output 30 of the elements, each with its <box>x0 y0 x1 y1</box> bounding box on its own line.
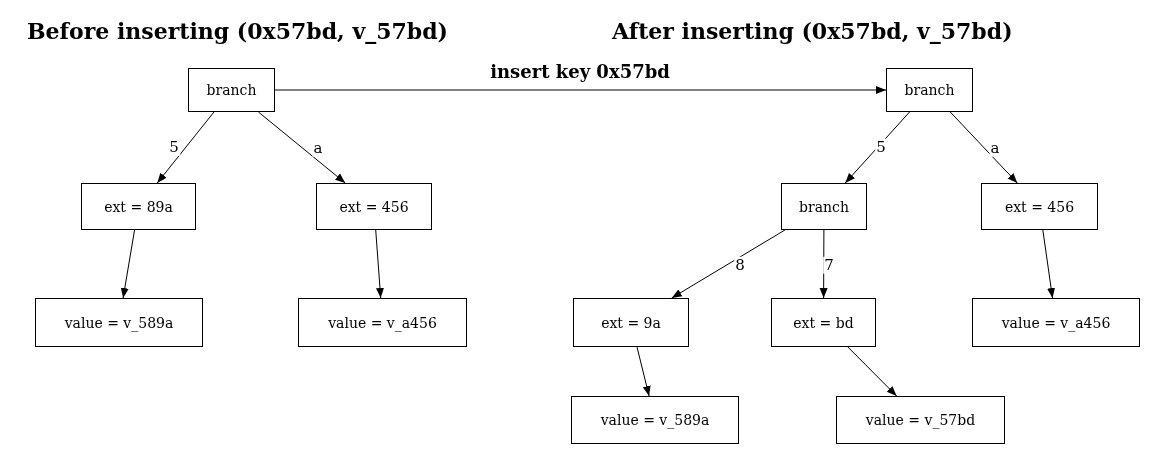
arrow <box>949 111 1018 184</box>
node-box: ext = 456 <box>316 183 432 230</box>
arrow <box>636 346 651 397</box>
arrow <box>847 346 898 397</box>
edge-label: 5 <box>168 138 180 156</box>
arrow <box>819 229 828 299</box>
arrow <box>274 86 887 94</box>
node-box: ext = 9a <box>573 298 689 347</box>
node-box: value = v_a456 <box>298 298 467 347</box>
arrow <box>257 111 346 184</box>
node-box: value = v_589a <box>571 396 739 444</box>
arrow <box>844 111 911 184</box>
node-box: branch <box>188 68 275 112</box>
arrow <box>156 111 215 184</box>
node-box: branch <box>886 68 973 112</box>
node-box: ext = bd <box>771 298 876 347</box>
edge-label: insert key 0x57bd <box>489 62 671 82</box>
heading: Before inserting (0x57bd, v_57bd) <box>27 18 448 44</box>
node-box: branch <box>781 183 867 230</box>
node-box: value = v_57bd <box>836 396 1005 444</box>
node-box: ext = 89a <box>81 183 196 230</box>
arrow <box>375 229 384 299</box>
heading: After inserting (0x57bd, v_57bd) <box>612 18 1013 44</box>
edge-label: 7 <box>823 256 835 274</box>
arrow <box>1042 229 1056 299</box>
node-box: ext = 456 <box>981 183 1098 230</box>
arrow <box>120 229 136 299</box>
node-box: value = v_589a <box>35 298 203 347</box>
node-box: value = v_a456 <box>972 298 1140 347</box>
arrow <box>671 229 786 299</box>
